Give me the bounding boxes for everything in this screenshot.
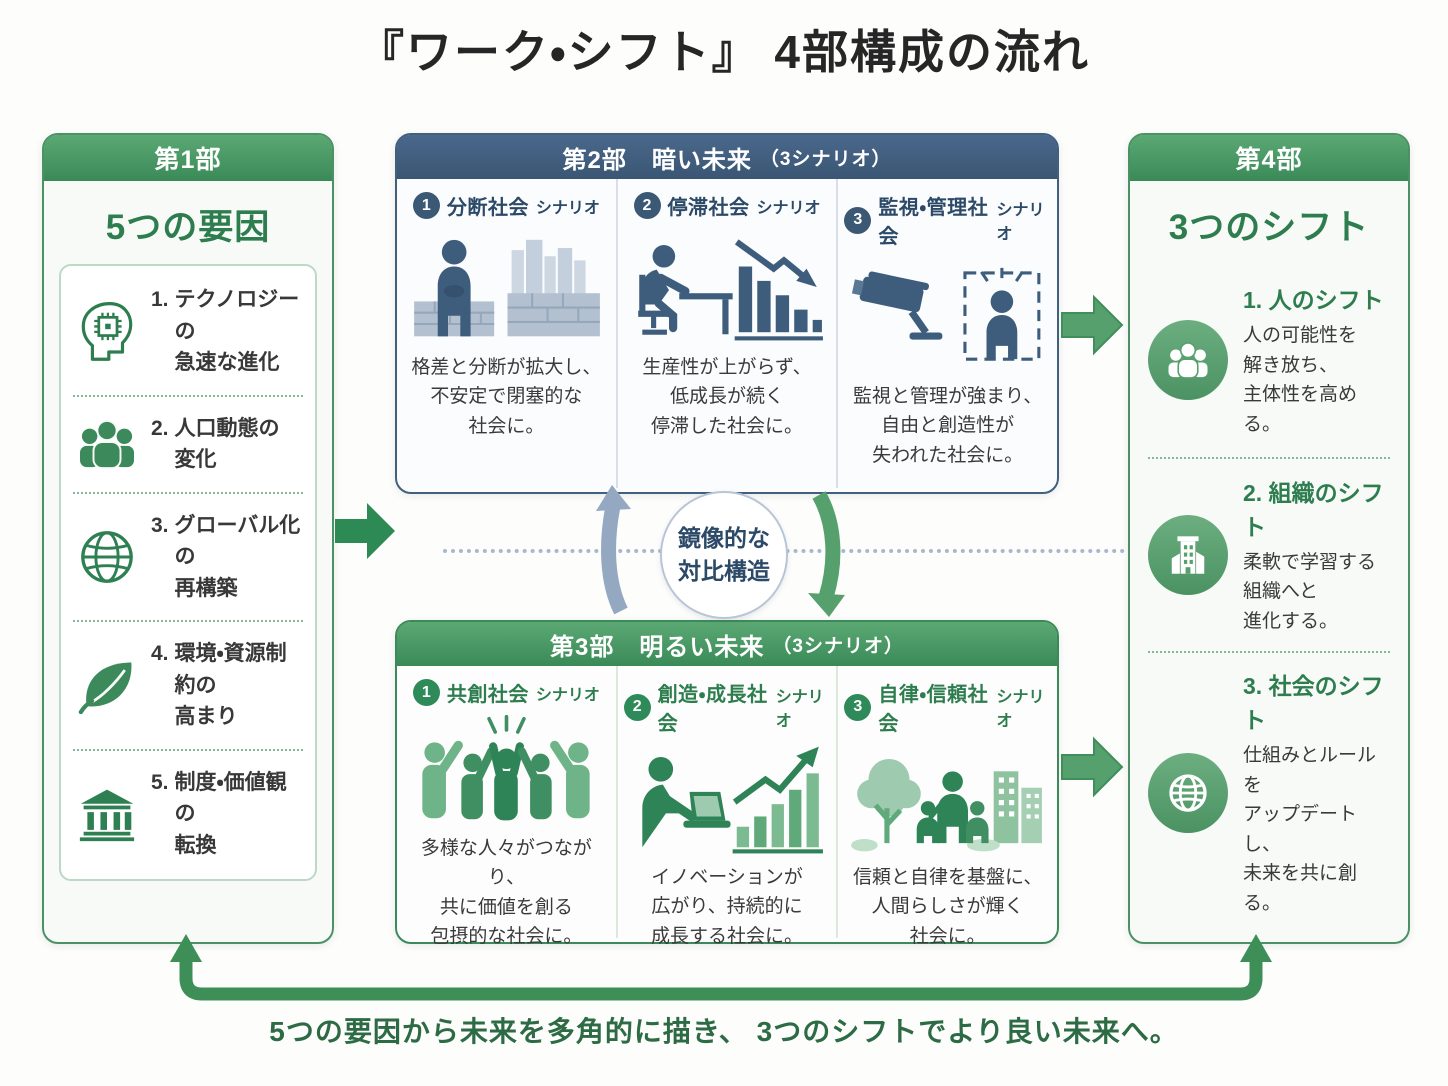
up-arrow-icon [601, 499, 628, 615]
factor-label: 2.人口動態の 変化 [151, 416, 280, 472]
factor-label: 4.環境・資源制約の 高まり [151, 642, 287, 728]
part2-columns: 1 分断社会 シナリオ [397, 179, 1057, 488]
factor-label: 1.テクノロジーの 急速な進化 [151, 288, 300, 374]
scenario-head: 2 創造・成長社会 シナリオ [623, 678, 831, 736]
scenario-column-divided: 1 分断社会 シナリオ [397, 179, 616, 488]
shift-text: 2. 組織のシフト 柔軟で学習する 組織へと 進化する。 [1243, 479, 1384, 632]
building-circle-icon [1148, 515, 1228, 596]
scenario-column-growth: 2 創造・成長社会 シナリオ [615, 666, 837, 947]
scenario-column-trust: 3 自律・信頼社会 シナリオ [836, 666, 1057, 947]
arrow-part3-to-part4-icon [1061, 736, 1124, 798]
shift-text: 1. 人のシフト 人の可能性を 解き放ち、 主体性を高める。 [1243, 287, 1384, 435]
factor-item-demographics: 2.人口動態の 変化 [73, 397, 303, 494]
mirror-structure-label: 鏡像的な 対比構造 [660, 491, 788, 619]
scenario-head: 1 共創社会 シナリオ [412, 678, 600, 707]
part2-header-note: （3シナリオ） [759, 148, 892, 170]
part2-header-text: 第2部 暗い未来 [562, 146, 752, 174]
part4-header: 第4部 [1130, 135, 1408, 181]
scenario-number-badge: 3 [844, 693, 872, 721]
factor-label: 3.グローバル化の 再構築 [151, 513, 301, 600]
scenario-head: 3 監視・管理社会 シナリオ [844, 191, 1051, 249]
factor-item-globalization: 3.グローバル化の 再構築 [73, 494, 303, 622]
part2-header: 第2部 暗い未来 （3シナリオ） [397, 135, 1057, 179]
part4-panel: 第4部 3つのシフト 1. 人のシフト 人の可能性を 解き放ち、 主体性 [1128, 133, 1410, 944]
scenario-column-surveillance: 3 監視・管理社会 シナリオ [836, 179, 1057, 488]
shift-item-people: 1. 人のシフト 人の可能性を 解き放ち、 主体性を高める。 [1148, 264, 1390, 459]
surveillance-society-illustration [850, 255, 1045, 378]
scenario-desc: イノベーションが 広がり、持続的に 成長する社会に。 [651, 867, 804, 947]
scenario-number-badge: 2 [623, 693, 651, 721]
bank-icon [75, 786, 139, 842]
divided-society-illustration [409, 226, 604, 349]
globe-icon [75, 528, 139, 586]
factor-card: 1.テクノロジーの 急速な進化 2.人口動態の 変化 [59, 264, 317, 881]
shift-list: 1. 人のシフト 人の可能性を 解き放ち、 主体性を高める。 [1130, 264, 1408, 942]
scenario-column-cocreation: 1 共創社会 シナリオ [397, 666, 616, 947]
people-icon [75, 417, 139, 471]
scenario-head: 1 分断社会 シナリオ [412, 191, 600, 220]
stagnant-society-illustration [630, 226, 825, 349]
factor-item-institutions: 5.制度・価値観の 転換 [73, 751, 303, 878]
part2-panel: 第2部 暗い未来 （3シナリオ） 1 分断社会 シナリオ [395, 133, 1059, 494]
people-circle-icon [1148, 320, 1228, 401]
feedback-loop-arrow [179, 958, 1263, 1001]
scenario-desc: 信頼と自律を基盤に、 人間らしさが輝く 社会に。 [852, 867, 1043, 947]
shift-item-society: 3. 社会のシフト 仕組みとルールを アップデートし、 未来を共に創る。 [1148, 653, 1390, 932]
part3-header: 第3部 明るい未来 （3シナリオ） [397, 622, 1057, 666]
arrow-part2-to-part4-icon [1061, 294, 1124, 356]
scenario-desc: 生産性が上がらず、 低成長が続く 停滞した社会に。 [642, 357, 812, 437]
shift-text: 3. 社会のシフト 仕組みとルールを アップデートし、 未来を共に創る。 [1243, 673, 1384, 914]
part3-columns: 1 共創社会 シナリオ [397, 666, 1057, 947]
factor-item-technology: 1.テクノロジーの 急速な進化 [73, 268, 303, 397]
leaf-icon [75, 656, 139, 715]
trust-society-illustration [850, 742, 1045, 859]
page-title: 『ワーク・シフト』 4部構成の流れ [357, 26, 1090, 78]
footer-note: 5つの要因から未来を多角的に描き、 3つのシフトでより良い未来へ。 [269, 1016, 1179, 1047]
scenario-desc: 格差と分断が拡大し、 不安定で閉塞的な 社会に。 [411, 357, 602, 437]
down-arrow-icon [812, 491, 841, 600]
co-creation-society-illustration [409, 713, 604, 830]
arrow-part1-to-middle-icon [335, 503, 395, 559]
scenario-head: 3 自律・信頼社会 シナリオ [844, 678, 1051, 736]
part1-title: 5つの要因 [105, 208, 271, 247]
growth-society-illustration [630, 742, 825, 859]
part4-title: 3つのシフト [1168, 208, 1370, 247]
part1-header: 第1部 [44, 135, 332, 181]
scenario-number-badge: 1 [412, 192, 440, 219]
scenario-number-badge: 3 [844, 206, 872, 234]
globe-circle-icon [1148, 752, 1228, 833]
scenario-column-stagnant: 2 停滞社会 シナリオ [615, 179, 837, 488]
factor-label: 5.制度・価値観の 転換 [151, 770, 287, 857]
scenario-number-badge: 2 [633, 192, 661, 219]
part3-header-note: （3シナリオ） [772, 635, 904, 657]
part3-header-text: 第3部 明るい未来 [550, 633, 765, 661]
part3-panel: 第3部 明るい未来 （3シナリオ） 1 共創社会 シナリオ [395, 620, 1059, 947]
factor-item-environment: 4.環境・資源制約の 高まり [73, 622, 303, 751]
scenario-desc: 監視と管理が強まり、 自由と創造性が 失われた社会に。 [853, 386, 1043, 466]
scenario-head: 2 停滞社会 シナリオ [633, 191, 821, 220]
head-chip-icon [75, 300, 139, 362]
part1-panel: 第1部 5つの要因 1.テクノロジーの 急速な進化 [42, 133, 334, 944]
shift-item-organization: 2. 組織のシフト 柔軟で学習する 組織へと 進化する。 [1148, 459, 1390, 654]
scenario-desc: 多様な人々がつながり、 共に価値を創る 包摂的な社会に。 [420, 838, 592, 948]
scenario-number-badge: 1 [412, 679, 440, 706]
